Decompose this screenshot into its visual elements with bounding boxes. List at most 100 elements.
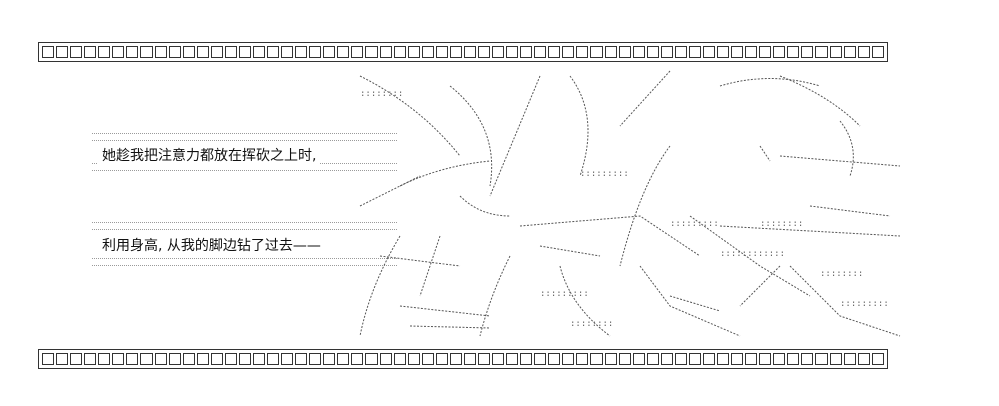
svg-text:::::::::: :::::::: — [570, 319, 613, 329]
film-hole — [787, 46, 800, 58]
film-hole — [365, 353, 378, 365]
film-hole — [323, 46, 336, 58]
film-hole — [210, 46, 223, 58]
film-hole — [379, 353, 392, 365]
film-strip-top — [38, 42, 888, 62]
film-hole — [393, 353, 406, 365]
film-hole — [252, 46, 265, 58]
film-hole — [829, 353, 842, 365]
film-hole — [731, 353, 744, 365]
film-hole — [182, 353, 195, 365]
film-hole — [435, 46, 448, 58]
film-hole — [281, 46, 294, 58]
dialogue-line-2: 利用身高, 从我的脚边钻了过去—— — [98, 235, 325, 255]
film-hole — [801, 46, 814, 58]
svg-text::::::::::: ::::::::: — [840, 299, 889, 309]
film-hole — [815, 46, 828, 58]
film-hole — [351, 353, 364, 365]
dotted-line — [92, 258, 397, 266]
film-hole — [843, 353, 856, 365]
film-hole — [520, 46, 533, 58]
film-hole — [407, 353, 420, 365]
film-hole — [702, 46, 715, 58]
film-hole — [477, 46, 490, 58]
film-hole — [42, 353, 55, 365]
film-hole — [70, 353, 83, 365]
film-hole — [857, 46, 870, 58]
film-hole — [646, 46, 659, 58]
film-hole — [492, 46, 505, 58]
film-hole — [857, 353, 870, 365]
film-hole — [674, 46, 687, 58]
film-hole — [84, 46, 97, 58]
film-hole — [871, 46, 884, 58]
film-hole — [815, 353, 828, 365]
film-hole — [618, 353, 631, 365]
svg-text:::::::::: :::::::: — [360, 89, 403, 99]
dotted-line — [92, 222, 397, 230]
film-hole — [126, 353, 139, 365]
film-hole — [70, 46, 83, 58]
film-hole — [140, 353, 153, 365]
film-hole — [745, 46, 758, 58]
film-hole — [562, 46, 575, 58]
film-hole — [126, 46, 139, 58]
film-hole — [674, 353, 687, 365]
film-hole — [196, 46, 209, 58]
film-hole — [196, 353, 209, 365]
film-hole — [801, 353, 814, 365]
film-hole — [604, 353, 617, 365]
film-hole — [759, 353, 772, 365]
film-hole — [84, 353, 97, 365]
film-hole — [238, 46, 251, 58]
ascii-art-drawing: :::::::: ::::::::: ::::::::: :::::::: ::… — [359, 70, 901, 337]
film-hole — [267, 353, 280, 365]
svg-text::::::::::: ::::::::: — [670, 219, 719, 229]
film-hole — [506, 353, 519, 365]
film-hole — [632, 46, 645, 58]
film-hole — [224, 353, 237, 365]
film-hole — [267, 46, 280, 58]
film-hole — [562, 353, 575, 365]
film-hole — [773, 46, 786, 58]
film-hole — [773, 353, 786, 365]
film-hole — [56, 46, 69, 58]
film-hole — [492, 353, 505, 365]
film-hole — [210, 353, 223, 365]
film-hole — [506, 46, 519, 58]
film-hole — [632, 353, 645, 365]
film-hole — [435, 353, 448, 365]
film-hole — [112, 46, 125, 58]
film-hole — [590, 353, 603, 365]
film-hole — [534, 46, 547, 58]
film-hole — [449, 46, 462, 58]
svg-text::::::::::: ::::::::: — [540, 289, 589, 299]
film-hole — [337, 353, 350, 365]
film-hole — [281, 353, 294, 365]
film-hole — [42, 46, 55, 58]
film-hole — [98, 46, 111, 58]
film-hole — [168, 353, 181, 365]
film-hole — [787, 353, 800, 365]
film-hole — [463, 46, 476, 58]
film-hole — [660, 353, 673, 365]
film-hole — [295, 353, 308, 365]
film-hole — [379, 46, 392, 58]
film-hole — [548, 46, 561, 58]
film-hole — [393, 46, 406, 58]
film-hole — [646, 353, 659, 365]
svg-text:::::::::::::: :::::::::::: — [720, 249, 785, 259]
dialogue-line-1: 她趁我把注意力都放在挥砍之上时, — [98, 145, 321, 165]
film-hole — [421, 46, 434, 58]
ascii-art-slash-scene: :::::::: ::::::::: ::::::::: :::::::: ::… — [340, 66, 910, 346]
film-hole — [449, 353, 462, 365]
film-hole — [717, 46, 730, 58]
film-hole — [688, 46, 701, 58]
film-hole — [534, 353, 547, 365]
film-hole — [604, 46, 617, 58]
film-hole — [759, 46, 772, 58]
film-hole — [154, 353, 167, 365]
film-hole — [618, 46, 631, 58]
film-hole — [829, 46, 842, 58]
film-hole — [745, 353, 758, 365]
